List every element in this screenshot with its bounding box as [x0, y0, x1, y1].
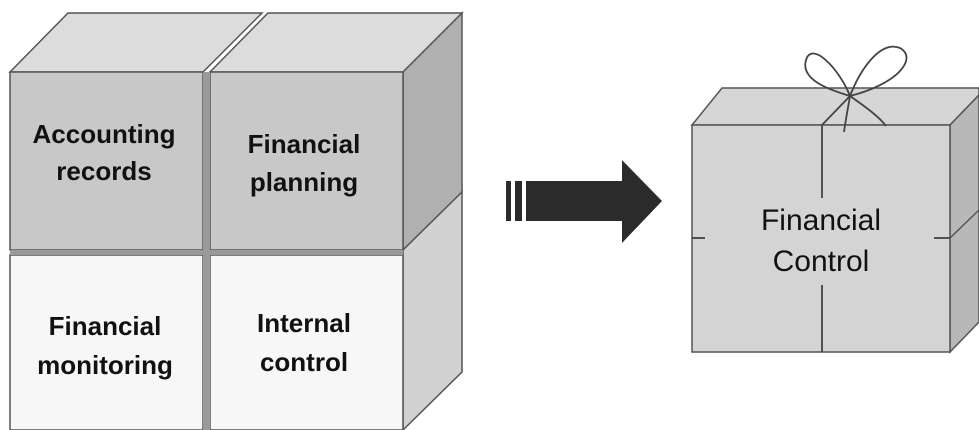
gift-box-front [691, 124, 951, 353]
block-label-line2: planning [250, 167, 358, 197]
block-label-line2: control [260, 347, 348, 377]
gift-box-top [690, 87, 979, 126]
cube-group: Accounting records Financial planning Fi… [8, 11, 464, 430]
cube-row-bevel [10, 250, 403, 255]
right-arrow-icon [506, 160, 662, 243]
block-financial-planning [209, 71, 404, 251]
ribbon [692, 95, 950, 352]
block-label-line1: Financial [49, 311, 162, 341]
block-accounting-records [9, 71, 204, 251]
block-label-line2: monitoring [37, 350, 173, 380]
block-financial-monitoring [9, 254, 204, 430]
block-label-line1: Internal [257, 308, 351, 338]
gift-box: Financial Control [690, 45, 979, 354]
block-label-line1: Accounting [33, 119, 176, 149]
block-label-line2: records [56, 156, 151, 186]
bow-icon [804, 45, 908, 133]
gift-label-line2: Control [773, 245, 870, 278]
block-internal-control [209, 254, 404, 430]
block-label-line1: Financial [248, 129, 361, 159]
gift-label-line1: Financial [761, 204, 881, 237]
